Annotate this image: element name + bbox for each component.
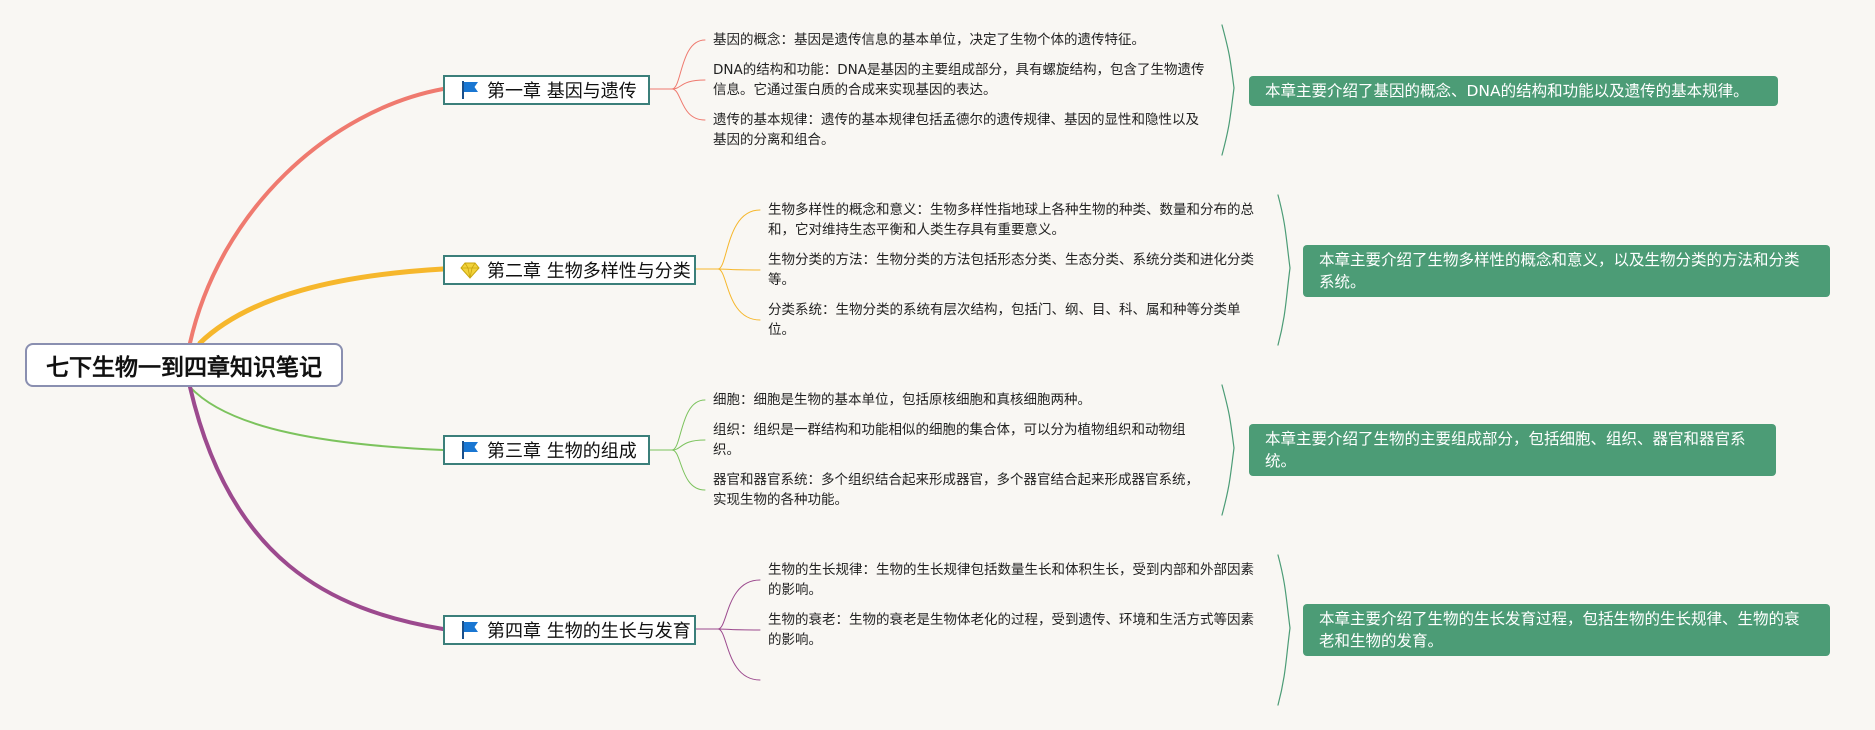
connector-chapter-4-point-1 bbox=[695, 579, 761, 630]
chapter-2-topic[interactable]: 第二章 生物多样性与分类 bbox=[443, 255, 696, 285]
chapter-2-point-2[interactable]: 生物分类的方法：生物分类的方法包括形态分类、生态分类、系统分类和进化分类等。 bbox=[768, 252, 1254, 288]
summary-brace-4 bbox=[1277, 554, 1291, 706]
chapter-1-point-3[interactable]: 遗传的基本规律：遗传的基本规律包括孟德尔的遗传规律、基因的显性和隐性以及基因的分… bbox=[713, 112, 1199, 148]
chapter-3-point-1[interactable]: 细胞：细胞是生物的基本单位，包括原核细胞和真核细胞两种。 bbox=[713, 392, 1091, 408]
root-topic[interactable]: 七下生物一到四章知识笔记 bbox=[25, 343, 343, 387]
diamond-icon bbox=[459, 259, 481, 281]
chapter-1-point-1[interactable]: 基因的概念：基因是遗传信息的基本单位，决定了生物个体的遗传特征。 bbox=[713, 32, 1145, 48]
chapter-3-summary[interactable]: 本章主要介绍了生物的主要组成部分，包括细胞、组织、器官和器官系统。 bbox=[1249, 424, 1776, 476]
chapter-2-point-1[interactable]: 生物多样性的概念和意义：生物多样性指地球上各种生物的种类、数量和分布的总和，它对… bbox=[768, 202, 1254, 238]
flag-icon bbox=[459, 619, 481, 641]
connector-chapter-2-point-1 bbox=[695, 209, 761, 270]
connector-chapter-1-point-1 bbox=[649, 39, 706, 90]
flag-icon bbox=[459, 439, 481, 461]
root-title: 七下生物一到四章知识笔记 bbox=[46, 355, 322, 381]
chapter-4-summary[interactable]: 本章主要介绍了生物的生长发育过程，包括生物的生长规律、生物的衰老和生物的发育。 bbox=[1303, 604, 1830, 656]
chapter-4-point-1[interactable]: 生物的生长规律：生物的生长规律包括数量生长和体积生长，受到内部和外部因素的影响。 bbox=[768, 562, 1254, 598]
chapter-2-point-3[interactable]: 分类系统：生物分类的系统有层次结构，包括门、纲、目、科、属和种等分类单位。 bbox=[768, 302, 1241, 338]
branch-chapter-4 bbox=[188, 385, 445, 631]
connector-chapter-1-point-3 bbox=[649, 88, 706, 121]
connector-chapter-4-point-3 bbox=[695, 628, 761, 681]
branch-chapter-1 bbox=[188, 87, 445, 345]
connector-chapter-3-point-1 bbox=[649, 399, 706, 451]
chapter-1-title: 第一章 基因与遗传 bbox=[487, 81, 637, 102]
chapter-1-point-2[interactable]: DNA的结构和功能：DNA是基因的主要组成部分，具有螺旋结构，包含了生物遗传信息… bbox=[713, 62, 1205, 98]
flag-icon bbox=[459, 79, 481, 101]
connector-chapter-3-point-3 bbox=[649, 449, 706, 491]
branch-chapter-3 bbox=[189, 386, 444, 451]
chapter-4-title: 第四章 生物的生长与发育 bbox=[487, 621, 691, 642]
chapter-3-point-2[interactable]: 组织：组织是一群结构和功能相似的细胞的集合体，可以分为植物组织和动物组织。 bbox=[713, 422, 1186, 458]
summary-brace-2 bbox=[1277, 194, 1291, 346]
chapter-2-summary[interactable]: 本章主要介绍了生物多样性的概念和意义，以及生物分类的方法和分类系统。 bbox=[1303, 245, 1830, 297]
connector-chapter-2-point-3 bbox=[695, 268, 761, 321]
chapter-4-topic[interactable]: 第四章 生物的生长与发育 bbox=[443, 615, 696, 645]
chapter-2-title: 第二章 生物多样性与分类 bbox=[487, 261, 691, 282]
branch-chapter-2 bbox=[197, 266, 446, 346]
chapter-4-point-2[interactable]: 生物的衰老：生物的衰老是生物体老化的过程，受到遗传、环境和生活方式等因素的影响。 bbox=[768, 612, 1254, 648]
summary-brace-1 bbox=[1221, 24, 1235, 156]
chapter-3-topic[interactable]: 第三章 生物的组成 bbox=[443, 435, 650, 465]
chapter-3-point-3[interactable]: 器官和器官系统：多个组织结合起来形成器官，多个器官结合起来形成器官系统，实现生物… bbox=[713, 472, 1199, 508]
chapter-1-topic[interactable]: 第一章 基因与遗传 bbox=[443, 75, 650, 105]
summary-brace-3 bbox=[1221, 384, 1235, 516]
connector-chapter-3-point-2 bbox=[649, 439, 706, 451]
chapter-1-summary[interactable]: 本章主要介绍了基因的概念、DNA的结构和功能以及遗传的基本规律。 bbox=[1249, 76, 1778, 106]
chapter-3-title: 第三章 生物的组成 bbox=[487, 441, 637, 462]
